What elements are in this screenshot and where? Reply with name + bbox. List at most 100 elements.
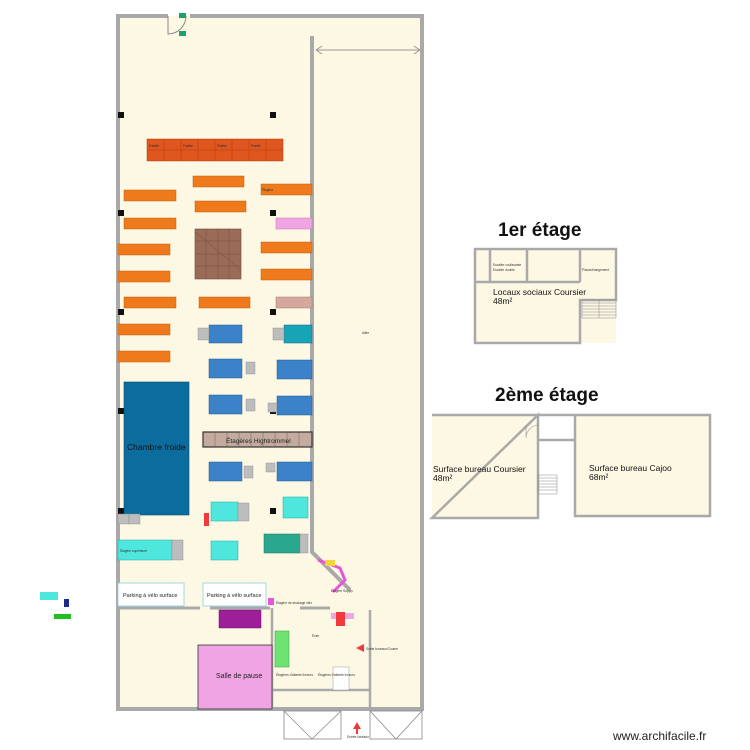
pallet-dividers xyxy=(147,139,283,161)
bike-parking-2[interactable] xyxy=(202,582,267,607)
dock-cross xyxy=(283,710,342,740)
second-floor-wall xyxy=(428,412,712,520)
rack xyxy=(208,394,243,415)
shelf xyxy=(117,243,171,256)
second-floor-title: 2ème étage xyxy=(495,385,599,406)
pillar xyxy=(118,112,124,118)
bike-parking-2-label: Parking à vélo surface xyxy=(207,593,261,599)
exit-label: Sortie bureaux/Courier xyxy=(366,647,399,651)
cold-room-label: Chambre froide xyxy=(127,442,186,452)
high-shelving-label: Étagères Hightrommel xyxy=(226,436,291,445)
rack xyxy=(282,496,309,519)
pillar xyxy=(118,210,124,216)
first-floor-small-label: Escalier coulissante xyxy=(493,263,521,267)
shelf xyxy=(194,200,247,213)
shelf xyxy=(123,296,177,309)
ramp-label: Étagère Supply xyxy=(331,588,353,593)
second-floor-room1-area: 48m² xyxy=(433,473,453,483)
small-box xyxy=(197,327,210,341)
rack xyxy=(276,359,313,380)
small-box xyxy=(117,513,130,525)
rack xyxy=(276,395,313,416)
pillar xyxy=(270,210,276,216)
exit-arrow-icon xyxy=(356,644,364,652)
pallet-label: Palette xyxy=(149,144,159,148)
rack xyxy=(208,324,243,344)
small-box xyxy=(265,462,276,473)
pink-shelf xyxy=(275,217,313,230)
delivery-arrow-icon xyxy=(353,722,361,734)
rack xyxy=(263,533,301,554)
pillar xyxy=(118,408,124,414)
outside-navy xyxy=(64,599,69,607)
shelf xyxy=(117,323,171,336)
small-box xyxy=(245,361,256,375)
teal-racks xyxy=(263,533,301,554)
break-room[interactable] xyxy=(197,644,273,710)
small-box xyxy=(237,502,250,522)
pillar xyxy=(270,112,276,118)
first-floor-title: 1er étage xyxy=(498,220,581,241)
second-floor-door xyxy=(525,424,540,439)
small-box xyxy=(243,465,254,479)
storage-block-grid xyxy=(194,229,242,279)
second-floor-area-2 xyxy=(575,415,710,518)
pallet-label: Palette xyxy=(183,144,193,148)
blue-racks xyxy=(208,324,313,482)
orange-shelves xyxy=(117,175,313,363)
small-shelf-label: Étagère supérieure xyxy=(120,548,147,553)
pillar xyxy=(270,508,276,514)
pallet-row: Palette Palette Palette Palette xyxy=(146,138,284,162)
red-marker xyxy=(204,513,209,526)
exit-sign xyxy=(179,31,186,36)
ground-floor: Allée Palette Palette Palette Palette xyxy=(40,13,424,740)
outside-cyan xyxy=(40,592,58,600)
brown-shelf xyxy=(275,296,313,309)
pallet-label: Palette xyxy=(217,144,227,148)
grey-boxes xyxy=(117,502,309,561)
small-box xyxy=(267,402,278,413)
shelf xyxy=(260,241,313,254)
first-floor-stairs xyxy=(581,299,617,319)
charging-marker xyxy=(268,598,274,605)
loading-docks xyxy=(283,710,423,740)
bike-parking-1[interactable] xyxy=(117,582,185,607)
delivery-entry-label: Entrée livraison xyxy=(347,735,369,739)
charge-label: Étagère de stockage vélo xyxy=(276,600,312,605)
entrance-door[interactable] xyxy=(167,15,187,35)
second-floor: 2ème étage Surface bureau Coursier 48m² … xyxy=(428,385,712,520)
cyan-racks xyxy=(117,496,309,561)
aisle-label: Allée xyxy=(362,331,369,335)
small-box xyxy=(171,539,184,561)
red-block xyxy=(336,612,345,626)
shelf xyxy=(123,189,177,202)
shelf xyxy=(198,296,251,309)
first-floor-room-name: Locaux sociaux Coursier xyxy=(493,287,586,297)
shelf-label: Étagère xyxy=(262,187,273,192)
rack xyxy=(276,461,313,482)
first-floor-small-label: Placard/rangement xyxy=(582,268,609,272)
aisle-wall xyxy=(310,36,352,592)
second-floor-room2-name: Surface bureau Cajoo xyxy=(589,463,672,473)
first-floor-small-label: Escalier double xyxy=(493,268,515,272)
exit-sign xyxy=(179,13,186,18)
shelf xyxy=(192,175,245,188)
first-floor-area xyxy=(475,249,616,343)
cold-room xyxy=(123,381,190,516)
outside-green xyxy=(54,614,71,619)
small-box xyxy=(299,533,309,554)
pillar xyxy=(270,309,276,315)
second-floor-room2-area: 68m² xyxy=(589,472,609,482)
rack xyxy=(210,540,239,561)
green-locker xyxy=(274,630,290,668)
dock xyxy=(283,710,342,740)
kitchen-label: Évier xyxy=(312,633,320,638)
pillar xyxy=(118,309,124,315)
bike-parking-1-label: Parking à vélo surface xyxy=(123,593,177,599)
rack xyxy=(210,501,239,522)
small-box xyxy=(128,513,141,525)
second-floor-room1-name: Surface bureau Coursier xyxy=(433,464,526,474)
pallet-label: Palette xyxy=(251,144,261,148)
small-box xyxy=(245,398,256,412)
